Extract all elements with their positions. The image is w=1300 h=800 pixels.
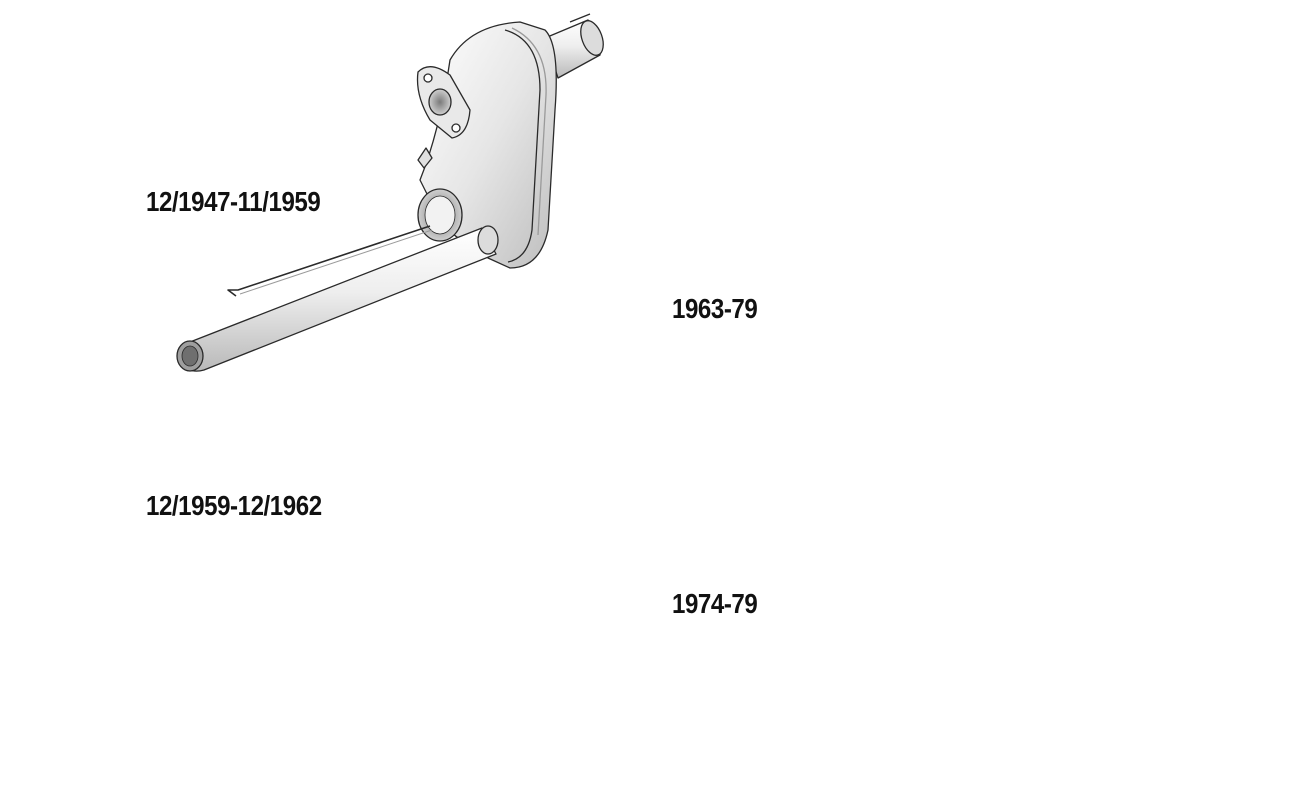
heat-exchanger-1947-1959 xyxy=(176,13,604,372)
heater-rod xyxy=(227,225,431,297)
tail-pipe xyxy=(179,227,497,372)
variant-label-1947-1959: 12/1947-11/1959 xyxy=(146,186,321,217)
variant-label-1959-1962: 12/1959-12/1962 xyxy=(146,490,322,521)
variant-label-1963-79: 1963-79 xyxy=(672,293,758,324)
variant-label-1974-79: 1974-79 xyxy=(672,588,758,619)
